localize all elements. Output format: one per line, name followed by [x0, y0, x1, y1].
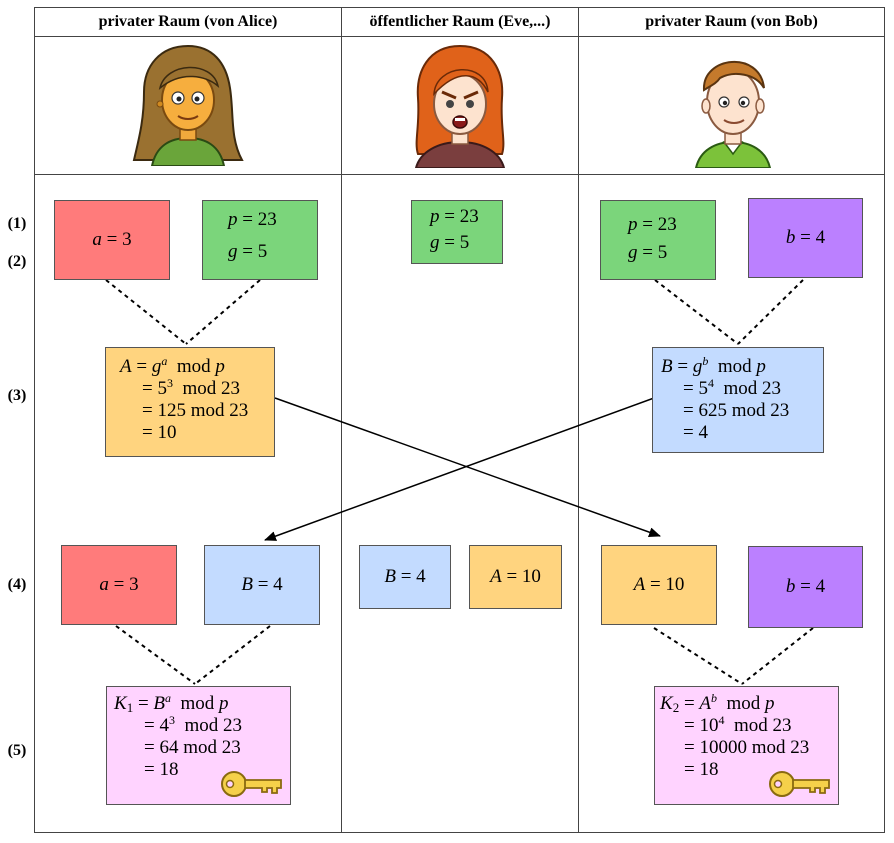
key-icon	[769, 771, 830, 797]
alice-avatar	[132, 44, 244, 166]
row-label-5: (5)	[7, 742, 27, 759]
header-alice: privater Raum (von Alice)	[98, 13, 278, 30]
row-label-3: (3)	[7, 387, 27, 404]
header-bob: privater Raum (von Bob)	[645, 13, 818, 30]
table-border-bottom	[34, 832, 885, 833]
table-column-separator-1	[341, 7, 342, 833]
table-avatar-separator	[34, 174, 885, 175]
row-label-4: (4)	[7, 576, 27, 593]
bob-secret-b: b = 4	[748, 198, 863, 278]
table-border-left	[34, 7, 35, 833]
bob-key-K2: K2 = Ab mod p = 104 mod 23 = 10000 mod 2…	[654, 686, 839, 805]
arrow-bob-to-alice	[264, 397, 655, 541]
bob-avatar	[694, 61, 772, 168]
bob-calc-B: B = gb mod p = 54 mod 23 = 625 mod 23 = …	[652, 347, 824, 453]
table-header-separator	[34, 36, 885, 37]
table-column-separator-2	[578, 7, 579, 833]
alice-calc-A: A = ga mod p = 53 mod 23 = 125 mod 23 = …	[105, 347, 275, 457]
bob-received-A: A = 10	[601, 545, 717, 625]
row-label-1: (1)	[7, 215, 27, 232]
eve-public-pg: p = 23 g = 5	[411, 200, 503, 264]
table-border-top	[34, 7, 885, 8]
alice-secret-a-row4: a = 3	[61, 545, 177, 625]
table-border-right	[884, 7, 885, 833]
bob-secret-b-row4: b = 4	[748, 546, 863, 628]
arrow-alice-to-bob	[274, 397, 661, 537]
row-label-2: (2)	[7, 253, 27, 270]
eve-avatar	[414, 44, 506, 168]
alice-key-K1: K1 = Ba mod p = 43 mod 23 = 64 mod 23 = …	[106, 686, 291, 805]
bob-public-pg: p = 23 g = 5	[600, 200, 716, 280]
alice-public-pg: p = 23 g = 5	[202, 200, 318, 280]
eve-seen-B: B = 4	[359, 545, 451, 609]
key-icon	[221, 771, 282, 797]
header-eve: öffentlicher Raum (Eve,...)	[369, 13, 551, 30]
alice-received-B: B = 4	[204, 545, 320, 625]
eve-seen-A: A = 10	[469, 545, 562, 609]
alice-secret-a: a = 3	[54, 200, 170, 280]
